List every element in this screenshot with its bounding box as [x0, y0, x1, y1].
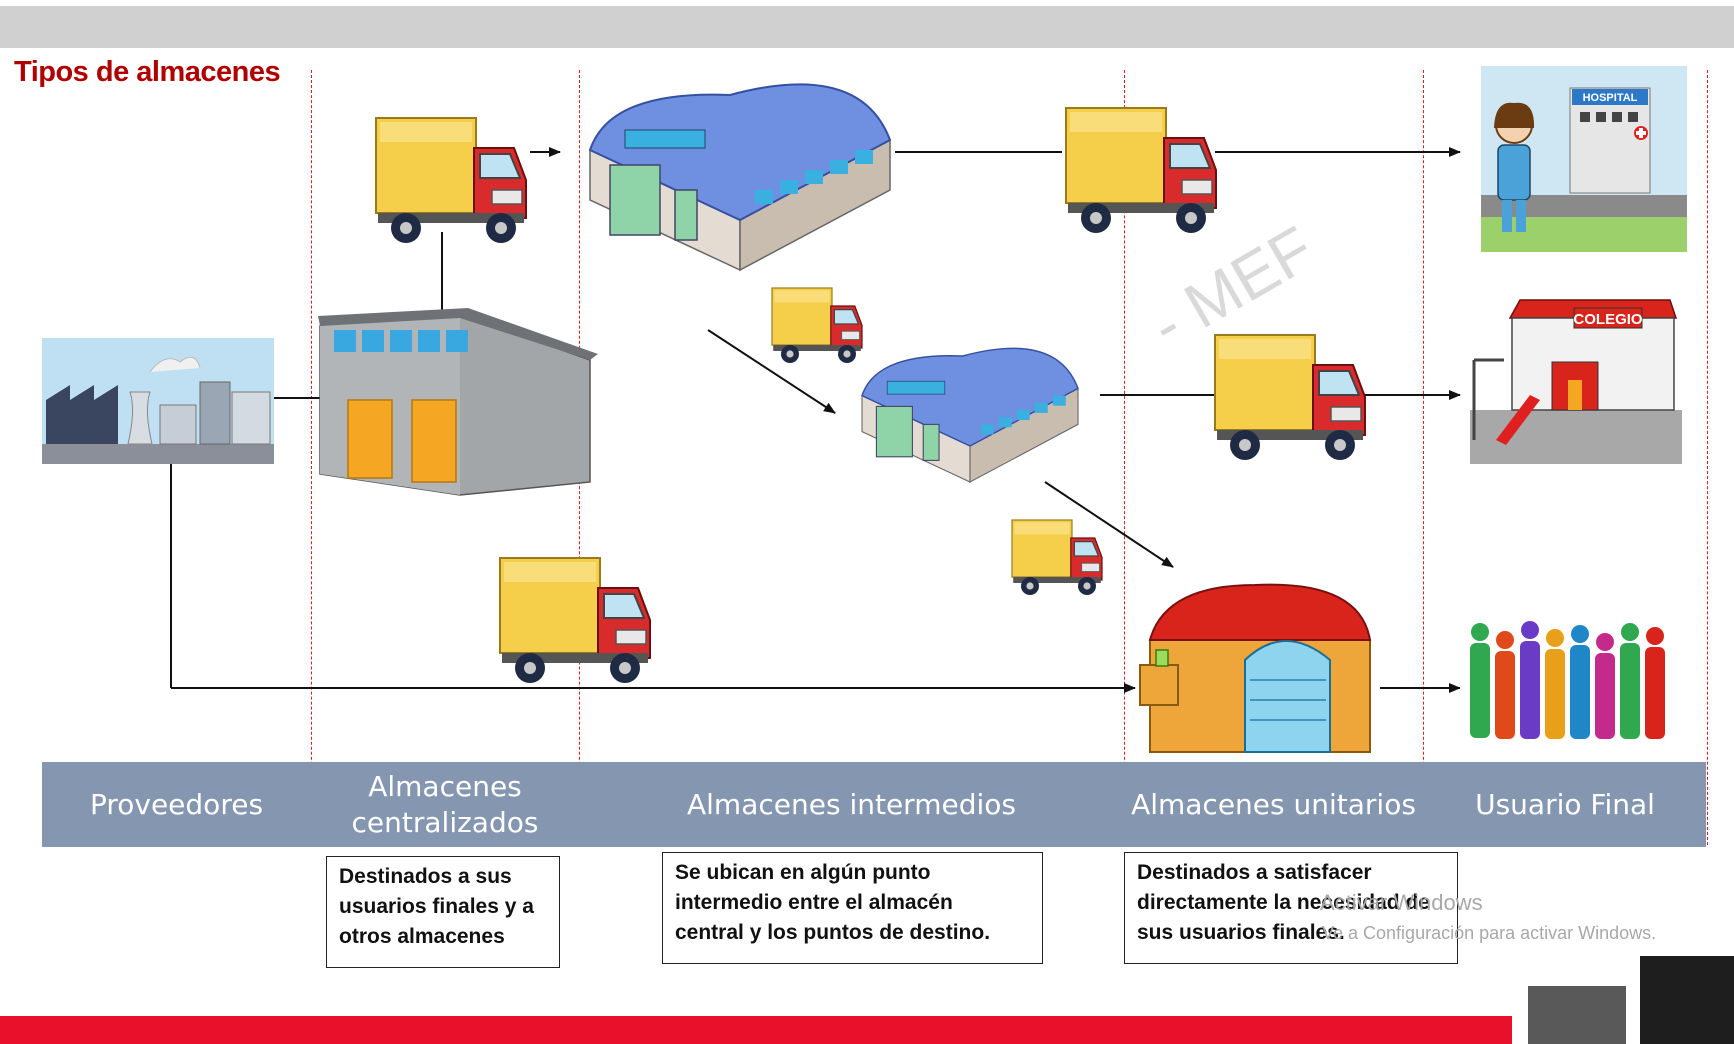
column-divider: [1124, 70, 1125, 845]
corner-square-grey: [1528, 986, 1626, 1044]
column-label-proveedores: Proveedores: [89, 787, 264, 821]
column-divider: [1423, 70, 1424, 845]
description-centralizados: Destinados a sus usuarios finales y a ot…: [326, 856, 560, 968]
column-divider: [1707, 70, 1708, 845]
activate-windows-title: Activar Windows: [1320, 890, 1483, 915]
intermediate-warehouse-icon: [861, 347, 1079, 483]
corner-square-dark: [1640, 956, 1734, 1044]
column-divider: [311, 70, 312, 845]
hospital-icon: HOSPITAL: [1481, 66, 1687, 252]
slide-title: Tipos de almacenes: [14, 56, 281, 88]
category-band: [42, 762, 1706, 847]
description-unitarios: Destinados a satisfacer directamente la …: [1124, 852, 1458, 964]
activate-windows-subtitle: Ve a Configuración para activar Windows.: [1322, 923, 1657, 943]
column-label-centralizados: Almacenes centralizados: [351, 769, 539, 839]
hospital-sign: HOSPITAL: [1583, 92, 1638, 104]
column-label-usuario-final: Usuario Final: [1475, 787, 1655, 821]
column-label-unitarios: Almacenes unitarios: [1131, 787, 1416, 821]
truck-icon: [1065, 107, 1217, 234]
unit-warehouse-icon: [1139, 583, 1372, 753]
truck-icon: [1011, 519, 1103, 596]
truck-icon: [771, 287, 863, 364]
school-icon: COLEGIO: [1470, 292, 1682, 464]
factory-icon: [42, 338, 274, 464]
bottom-red-bar: [0, 1016, 1512, 1044]
column-label-intermedios: Almacenes intermedios: [687, 787, 1016, 821]
top-header-bar: [0, 0, 1734, 48]
truck-icon: [375, 117, 527, 244]
intermediate-warehouse-icon: [589, 83, 891, 271]
central-warehouse-icon: [318, 308, 598, 496]
people-icon: [1460, 621, 1680, 744]
school-sign: COLEGIO: [1573, 311, 1643, 328]
description-intermedios: Se ubican en algún punto intermedio entr…: [662, 852, 1043, 964]
truck-icon: [1214, 334, 1366, 461]
truck-icon: [499, 557, 651, 684]
